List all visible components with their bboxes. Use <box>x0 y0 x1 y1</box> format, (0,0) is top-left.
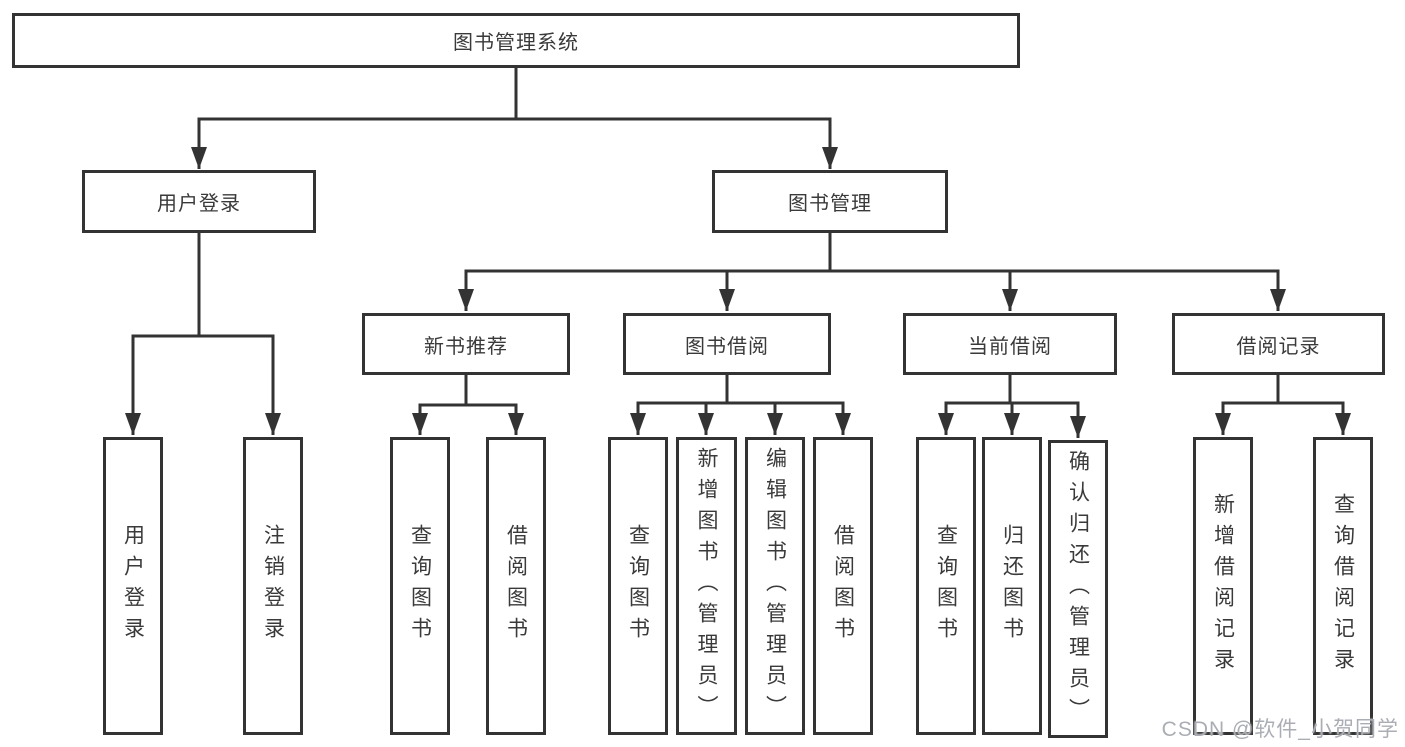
node-label: 借阅图书 <box>504 524 528 648</box>
node-query-books-3: 查询图书 <box>916 437 976 735</box>
node-return-book: 归还图书 <box>982 437 1042 735</box>
node-book-borrow: 图书借阅 <box>623 313 831 375</box>
node-label: 归还图书 <box>1000 524 1024 648</box>
node-label: 新增借阅记录 <box>1211 493 1235 679</box>
node-query-books-2: 查询图书 <box>608 437 668 735</box>
node-add-book-admin: 新增图书（管理员） <box>676 437 737 735</box>
node-book-management: 图书管理 <box>712 170 948 233</box>
watermark: CSDN @软件_小贺同学 <box>1161 718 1399 741</box>
node-label: 查询图书 <box>626 524 650 648</box>
node-label: 确认归还（管理员） <box>1066 449 1090 729</box>
node-borrow-books-1: 借阅图书 <box>486 437 546 735</box>
node-user-login-group: 用户登录 <box>82 170 316 233</box>
node-label: 查询借阅记录 <box>1331 493 1355 679</box>
node-add-borrow-record: 新增借阅记录 <box>1193 437 1253 735</box>
node-query-borrow-record: 查询借阅记录 <box>1313 437 1373 735</box>
node-confirm-return-admin: 确认归还（管理员） <box>1048 440 1108 738</box>
node-borrow-books-2: 借阅图书 <box>813 437 873 735</box>
node-label: 借阅图书 <box>831 524 855 648</box>
node-borrow-records: 借阅记录 <box>1172 313 1385 375</box>
node-label: 编辑图书（管理员） <box>763 446 787 726</box>
node-label: 查询图书 <box>408 524 432 648</box>
node-user-login: 用户登录 <box>103 437 163 735</box>
node-edit-book-admin: 编辑图书（管理员） <box>745 437 805 735</box>
node-new-book-recommend: 新书推荐 <box>362 313 570 375</box>
node-logout: 注销登录 <box>243 437 303 735</box>
node-label: 新增图书（管理员） <box>695 446 718 726</box>
node-label: 查询图书 <box>934 524 958 648</box>
node-root-system: 图书管理系统 <box>12 13 1020 68</box>
node-query-books-1: 查询图书 <box>390 437 450 735</box>
node-label: 注销登录 <box>261 524 285 648</box>
node-label: 用户登录 <box>121 524 145 648</box>
node-current-borrow: 当前借阅 <box>903 313 1117 375</box>
